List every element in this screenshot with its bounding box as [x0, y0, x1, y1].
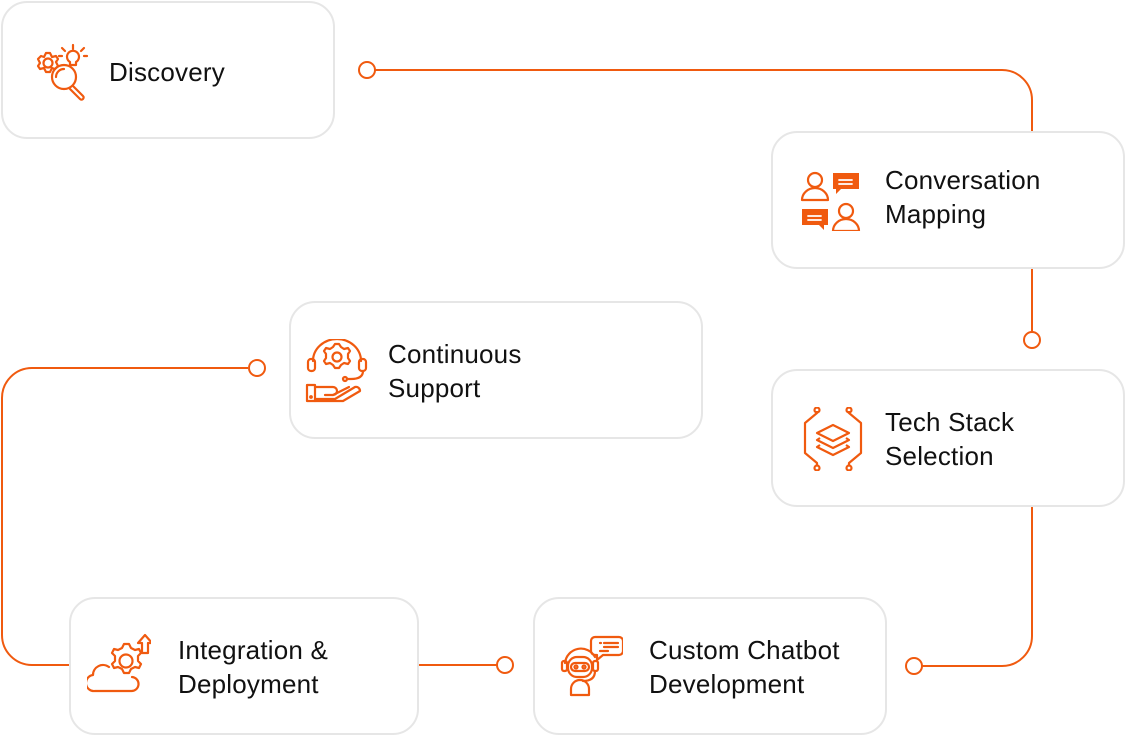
- connector-node: [905, 657, 923, 675]
- step-label-continuous-support: Continuous Support: [388, 337, 522, 405]
- step-label-integration-deployment: Integration & Deployment: [178, 633, 328, 701]
- label-line: Conversation: [885, 165, 1041, 195]
- connector-discovery-to-conversation: [375, 69, 1033, 131]
- cloud-gear-upload-icon: [87, 633, 151, 693]
- step-label-custom-chatbot-development: Custom Chatbot Development: [649, 633, 840, 701]
- step-card-conversation-mapping: Conversation Mapping: [771, 131, 1125, 269]
- label-line: Selection: [885, 441, 994, 471]
- label-line: Mapping: [885, 199, 987, 229]
- label-line: Continuous: [388, 339, 522, 369]
- robot-chat-icon: [560, 635, 623, 697]
- connector-node: [496, 656, 514, 674]
- connector-node: [248, 359, 266, 377]
- step-label-conversation-mapping: Conversation Mapping: [885, 163, 1041, 231]
- label-line: Development: [649, 669, 805, 699]
- label-line: Tech Stack: [885, 407, 1015, 437]
- connector-node: [1023, 331, 1041, 349]
- step-card-custom-chatbot-development: Custom Chatbot Development: [533, 597, 887, 735]
- step-card-discovery: Discovery: [1, 1, 335, 139]
- connector-techstack-to-chatbot: [922, 507, 1033, 667]
- connector-integration-to-support: [0, 367, 248, 666]
- label-line: Custom Chatbot: [649, 635, 840, 665]
- step-card-integration-deployment: Integration & Deployment: [69, 597, 419, 735]
- label-line: Deployment: [178, 669, 319, 699]
- label-line: Integration &: [178, 635, 329, 665]
- hand-gear-headset-icon: [305, 339, 368, 403]
- step-label-tech-stack-selection: Tech Stack Selection: [885, 405, 1014, 473]
- step-card-continuous-support: Continuous Support: [289, 301, 703, 439]
- label-line: Discovery: [109, 57, 225, 87]
- connector-node: [358, 61, 376, 79]
- step-label-discovery: Discovery: [109, 55, 225, 89]
- step-card-tech-stack-selection: Tech Stack Selection: [771, 369, 1125, 507]
- gears-magnifier-bulb-icon: [36, 43, 89, 101]
- people-chat-icon: [800, 171, 861, 231]
- label-line: Support: [388, 373, 481, 403]
- layers-circuit-icon: [803, 407, 863, 471]
